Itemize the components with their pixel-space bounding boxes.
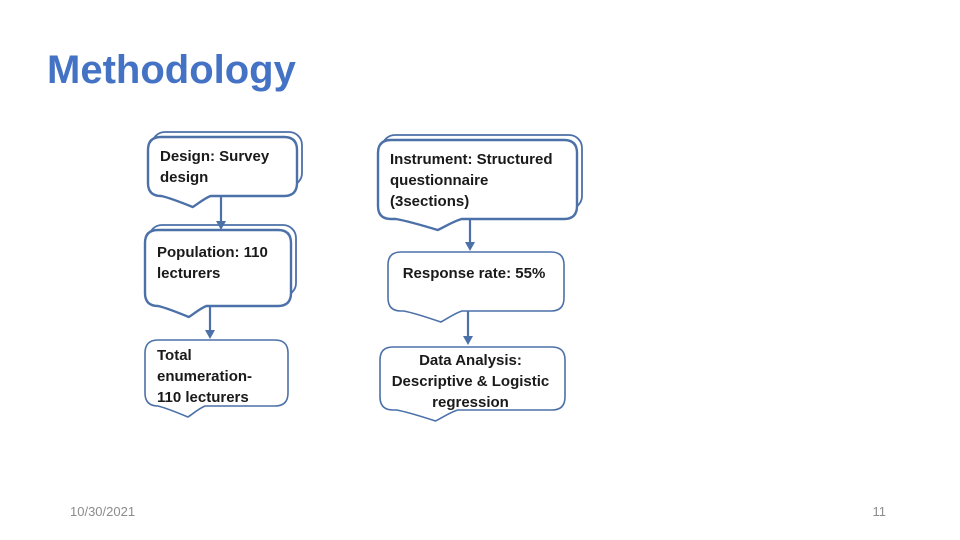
flow-box-response-rate-shape: [387, 251, 565, 323]
arrow-population-to-total-head-icon: [205, 330, 215, 339]
flow-box-label-response-rate: Response rate: 55%: [402, 265, 546, 282]
flow-box-label-total-enumeration: Total enumeration- 110 lecturers: [157, 347, 253, 406]
flow-box-label-data-analysis: Data Analysis: Descriptive & Logistic re…: [391, 352, 550, 411]
arrow-design-to-population-head-icon: [216, 221, 226, 230]
slide-page-number: 11: [872, 504, 887, 519]
slide-title: Methodology: [47, 48, 296, 92]
flow-box-total-enumeration-shape: [144, 339, 289, 418]
flow-box-instrument-shape: [376, 138, 579, 232]
slide-date: 10/30/2021: [70, 504, 136, 519]
flow-box-label-design: Design: Survey design: [160, 148, 270, 186]
arrow-instrument-to-response-head-icon: [465, 242, 475, 251]
flow-box-label-instrument: Instrument: Structured questionnaire (3s…: [390, 151, 553, 210]
flow-box-data-analysis-shape: [379, 346, 566, 422]
flow-box-population-shape: [143, 228, 293, 319]
flow-box-label-population: Population: 110 lecturers: [157, 244, 268, 282]
arrow-response-to-data-analysis-head-icon: [463, 336, 473, 345]
flow-box-design-shape: [146, 135, 299, 209]
